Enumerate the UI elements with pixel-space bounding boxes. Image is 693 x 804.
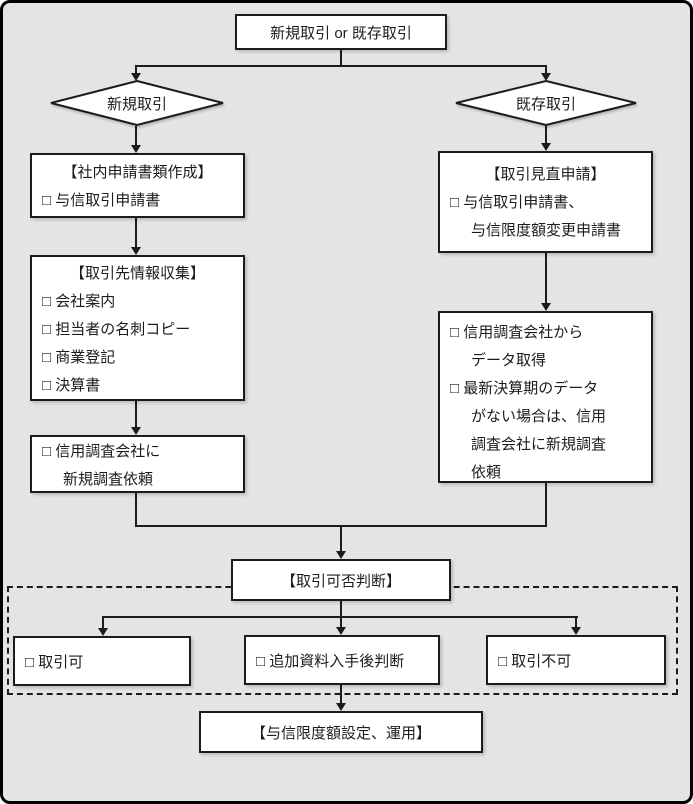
outcome-approved-label: □ 取引可: [25, 653, 84, 671]
arrowhead: [98, 628, 108, 636]
checklist-item-continuation: 調査会社に新規調査: [471, 436, 607, 453]
connector-to-existing-diamond: [545, 65, 547, 74]
connector-start-stem: [340, 50, 342, 66]
box-internal-application: 【社内申請書類作成】 □ 与信取引申請書: [30, 153, 245, 218]
judgement-box: 【取引可否判断】: [231, 559, 451, 601]
final-label: 【与信限度額設定、運用】: [250, 724, 431, 742]
checklist-item-continuation: 与信限度額変更申請書: [471, 222, 622, 239]
checklist-item: □ 与信取引申請書、: [450, 194, 584, 211]
outcome-pending-box: □ 追加資料入手後判断: [244, 635, 440, 685]
checklist-item-continuation: 新規調査依頼: [63, 471, 154, 488]
final-box: 【与信限度額設定、運用】: [199, 711, 483, 753]
connector-rbox1-to-rbox2: [545, 253, 547, 304]
outcome-rejected-label: □ 取引不可: [498, 652, 572, 670]
diamond-shape: [50, 79, 224, 127]
box-title: 【取引見直申請】: [485, 166, 606, 183]
arrowhead: [131, 73, 141, 81]
decision-new-transaction: 新規取引: [48, 79, 226, 127]
checklist-item: □ 会社案内: [42, 293, 116, 310]
connector-rbox2-to-merge: [545, 482, 547, 527]
box-data-acquisition: □ 信用調査会社から データ取得 □ 最新決算期のデータ がない場合は、信用 調…: [438, 311, 653, 483]
decision-existing-transaction: 既存取引: [453, 79, 639, 127]
start-box: 新規取引 or 既存取引: [235, 14, 447, 50]
outcome-pending-label: □ 追加資料入手後判断: [256, 652, 405, 670]
connector-merge-stem: [340, 525, 342, 552]
connector-to-pending: [340, 616, 342, 628]
arrowhead: [131, 145, 141, 153]
diamond-shape: [455, 79, 637, 127]
connector-box3-to-merge: [135, 493, 137, 527]
connector-box1-to-box2: [135, 218, 137, 248]
arrowhead: [131, 247, 141, 255]
connector-split-horizontal: [135, 65, 547, 67]
connector-to-final: [340, 685, 342, 704]
checklist-item: □ 信用調査会社から: [450, 324, 584, 341]
checklist-item-continuation: データ取得: [471, 352, 547, 369]
checklist-item-continuation: 依頼: [471, 464, 502, 481]
arrowhead: [541, 143, 551, 151]
box-review-application: 【取引見直申請】 □ 与信取引申請書、 与信限度額変更申請書: [438, 151, 653, 253]
connector-existing-diamond-to-rbox1: [545, 126, 547, 144]
checklist-item: □ 与信取引申請書: [42, 192, 161, 209]
checklist-item: □ 最新決算期のデータ: [450, 380, 599, 397]
connector-box2-to-box3: [135, 401, 137, 428]
arrowhead: [131, 427, 141, 435]
checklist-item: □ 決算書: [42, 377, 101, 394]
box-title: 【取引先情報収集】: [69, 265, 205, 282]
arrowhead: [541, 73, 551, 81]
start-label: 新規取引 or 既存取引: [270, 24, 412, 42]
arrowhead: [336, 703, 346, 711]
connector-to-approved: [102, 616, 104, 629]
outcome-rejected-box: □ 取引不可: [486, 635, 666, 685]
outcome-approved-box: □ 取引可: [13, 636, 191, 686]
arrowhead: [336, 627, 346, 635]
decision-existing-label: 既存取引: [515, 95, 576, 113]
checklist-item: □ 商業登記: [42, 349, 116, 366]
connector-judgement-stem: [340, 601, 342, 618]
arrowhead: [336, 551, 346, 559]
arrowhead: [541, 303, 551, 311]
decision-new-label: 新規取引: [106, 95, 167, 113]
connector-to-rejected: [575, 616, 577, 628]
judgement-label: 【取引可否判断】: [280, 572, 401, 590]
checklist-item: □ 担当者の名刺コピー: [42, 321, 191, 338]
arrowhead: [571, 627, 581, 635]
checklist-item-continuation: がない場合は、信用: [471, 408, 607, 425]
checklist-item: □ 信用調査会社に: [42, 443, 161, 460]
box-title: 【社内申請書類作成】: [62, 164, 213, 181]
connector-new-diamond-to-box1: [135, 126, 137, 147]
box-credit-research-request: □ 信用調査会社に 新規調査依頼: [30, 435, 245, 493]
box-partner-info: 【取引先情報収集】 □ 会社案内 □ 担当者の名刺コピー □ 商業登記 □ 決算…: [30, 255, 245, 401]
connector-to-new-diamond: [135, 65, 137, 74]
